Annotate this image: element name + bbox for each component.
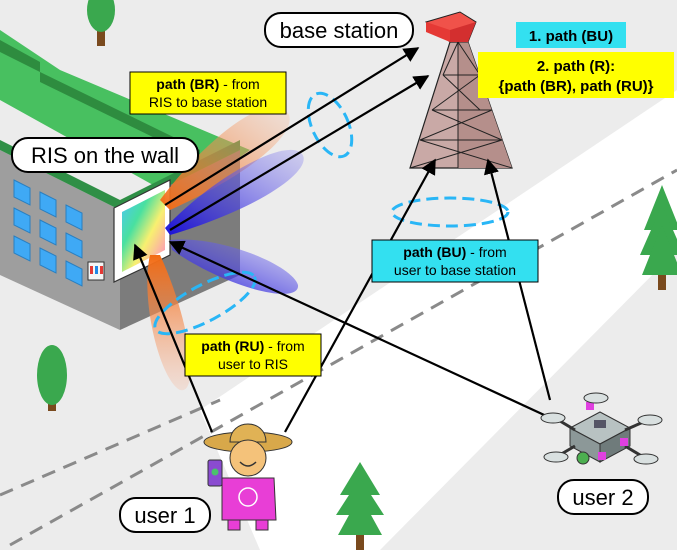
label-user1: user 1 [119, 497, 211, 533]
svg-text:path (RU) - from: path (RU) - from [201, 338, 304, 354]
arrow-user1-to-ris [133, 243, 214, 433]
box-path-ru-bold: path (RU) [201, 338, 264, 354]
arrow-user1-to-bs [284, 158, 436, 433]
svg-text:user 1: user 1 [134, 503, 195, 528]
svg-text:{path (BR), path (RU)}: {path (BR), path (RU)} [499, 78, 654, 95]
box-path-bu: path (BU) - from user to base station [371, 239, 539, 283]
ellipse-path-bu [390, 196, 510, 228]
ris-panel [122, 190, 165, 272]
arrow-ris-to-bs-1 [164, 47, 420, 206]
svg-text:2. path (R):: 2. path (R): [537, 58, 615, 75]
street [0, 90, 677, 550]
base-station-tower [409, 11, 513, 169]
ellipse-path-ru [153, 270, 257, 336]
box-path-bu-bold: path (BU) [403, 244, 466, 260]
svg-text:user to base station: user to base station [394, 262, 516, 278]
wall-control-box [87, 261, 105, 281]
svg-text:RIS on the wall: RIS on the wall [31, 143, 179, 168]
label-user2: user 2 [557, 479, 649, 515]
svg-text:user to RIS: user to RIS [218, 356, 288, 372]
legend-item-1: 1. path (BU) [516, 22, 626, 48]
user2-drone [540, 392, 663, 465]
arrow-ris-to-bs-2 [169, 75, 430, 231]
beam-orange-upper [160, 107, 290, 210]
svg-text:base station: base station [280, 18, 399, 43]
building-windows [13, 179, 83, 287]
box-path-bu-rest: - from [466, 244, 506, 260]
svg-text:path (BR) - from: path (BR) - from [156, 76, 259, 92]
tree-bottom [336, 462, 384, 550]
box-path-br-bold: path (BR) [156, 76, 219, 92]
arrow-user2-to-ris [168, 240, 556, 421]
tree-top [87, 0, 115, 46]
legend-item-2: 2. path (R): {path (BR), path (RU)} [478, 52, 674, 98]
user1-figure [203, 423, 293, 531]
tree-left [37, 345, 67, 411]
svg-text:path (BU) - from: path (BU) - from [403, 244, 506, 260]
svg-text:RIS to base station: RIS to base station [149, 94, 267, 110]
dashed-ellipses [153, 91, 510, 336]
tree-right [640, 185, 677, 290]
beam-blue-lower [170, 239, 299, 294]
svg-text:1. path (BU): 1. path (BU) [529, 28, 613, 45]
beam-orange-lower [147, 255, 191, 391]
box-path-br-rest: - from [219, 76, 259, 92]
box-path-ru: path (RU) - from user to RIS [184, 333, 322, 377]
label-ris-wall: RIS on the wall [11, 137, 199, 173]
box-path-br: path (BR) - from RIS to base station [129, 71, 287, 115]
label-base-station: base station [264, 12, 414, 48]
svg-text:user 2: user 2 [572, 485, 633, 510]
street-lane-marking [9, 168, 677, 547]
box-path-ru-rest: - from [264, 338, 304, 354]
ellipse-path-br [306, 91, 354, 159]
